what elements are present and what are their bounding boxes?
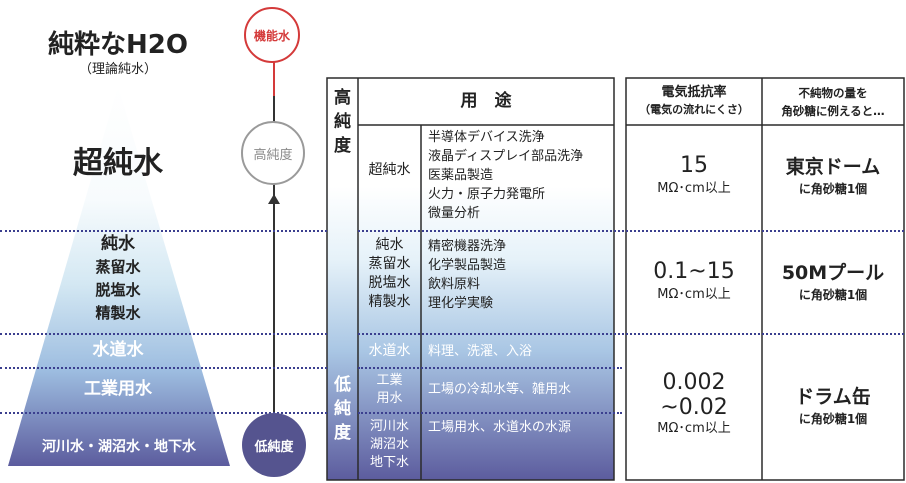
row-tap-uses: 料理、洗濯、入浴 — [428, 344, 533, 359]
usage-header: 用 途 — [460, 91, 512, 111]
level-tap-water: 水道水 — [92, 340, 144, 360]
high-purity-label: 高純度 — [253, 147, 293, 163]
impurity-low: ドラム缶 に角砂糖1個 — [795, 386, 871, 426]
row-natural-uses: 工場用水、水道水の水源 — [428, 420, 572, 435]
purity-pyramid — [8, 86, 230, 466]
low-purity-axis: 低 純 度 — [334, 375, 351, 443]
row-industrial-type: 工業 用水 — [376, 373, 403, 406]
level-ultrapure: 超純水 — [73, 146, 163, 181]
pyramid-title: 純粋なH2O — [48, 30, 188, 60]
impurity-header: 不純物の量を 角砂糖に例えると… — [781, 86, 885, 118]
impurity-ultrapure: 東京ドーム に角砂糖1個 — [785, 156, 881, 196]
level-desalted: 脱塩水 — [95, 281, 141, 299]
resistivity-table-bg — [626, 78, 904, 480]
resistivity-pure: 0.1~15 MΩ･cm以上 — [653, 259, 735, 302]
row-industrial-uses: 工場の冷却水等、雑用水 — [428, 382, 572, 397]
high-purity-circle: 高純度 — [241, 121, 305, 185]
resistivity-low: 0.002 ~0.02 MΩ･cm以上 — [657, 370, 731, 436]
row-pure-type: 純水 蒸留水 脱塩水 精製水 — [368, 237, 411, 310]
functional-water-label: 機能水 — [253, 28, 290, 43]
resistivity-header: 電気抵抗率 （電気の流れにくさ） — [639, 85, 749, 116]
level-natural-water: 河川水・湖沼水・地下水 — [42, 439, 196, 455]
separator-line — [358, 412, 622, 414]
row-natural-type: 河川水 湖沼水 地下水 — [369, 419, 409, 470]
row-ultrapure-uses: 半導体デバイス洗浄 液晶ディスプレイ部品洗浄 医薬品製造 火力・原子力発電所 微… — [428, 130, 584, 221]
resistivity-ultrapure: 15 MΩ･cm以上 — [657, 153, 731, 196]
row-pure-uses: 精密機器洗浄 化学製品製造 飲料原料 理化学実験 — [428, 239, 507, 311]
level-distilled: 蒸留水 — [95, 258, 141, 276]
level-industrial-water: 工業用水 — [84, 379, 152, 399]
low-purity-circle: 低純度 — [242, 413, 306, 477]
separator-line — [0, 230, 327, 232]
separator-line — [0, 412, 327, 414]
row-tap-type: 水道水 — [368, 343, 411, 359]
high-purity-axis: 高 純 度 — [334, 88, 351, 156]
pyramid-subtitle: （理論純水） — [78, 62, 157, 77]
separator-line — [0, 333, 327, 335]
level-purified: 精製水 — [95, 304, 141, 322]
level-pure-group: 純水 蒸留水 脱塩水 精製水 — [18, 233, 218, 325]
impurity-pure: 50Mプール に角砂糖1個 — [781, 262, 885, 302]
level-pure: 純水 — [101, 234, 135, 254]
separator-line — [358, 367, 622, 369]
separator-line — [0, 367, 327, 369]
functional-water-circle: 機能水 — [244, 7, 300, 63]
row-ultrapure-type: 超純水 — [368, 162, 411, 178]
low-purity-label: 低純度 — [254, 439, 294, 455]
separator-line — [358, 333, 904, 335]
separator-line — [358, 230, 904, 232]
